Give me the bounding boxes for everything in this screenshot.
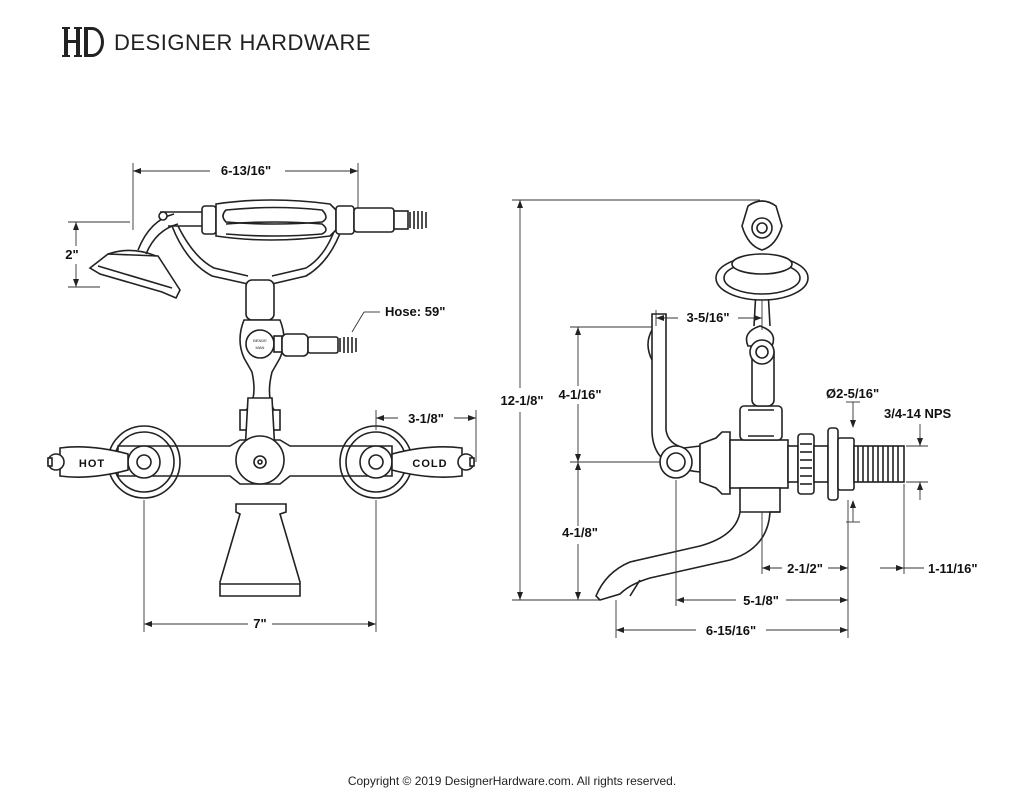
side-view: 12-1/8" 4-1/16" 4-1/8" <box>500 199 978 638</box>
dim-thread: 3/4-14 NPS <box>884 406 952 500</box>
dim-thread-length: 1-11/16" <box>880 484 978 576</box>
dim-handshower-width: 6-13/16" <box>132 163 359 230</box>
brand-logo-icon <box>62 27 104 57</box>
dim-label-overall-height: 12-1/8" <box>500 393 543 408</box>
front-view: 6-13/16" 2" <box>47 163 477 632</box>
dim-label-thread-length: 1-11/16" <box>928 561 978 576</box>
dim-label-handle-offset: 3-1/8" <box>408 411 444 426</box>
side-body <box>659 405 905 501</box>
copyright-text: Copyright © 2019 DesignerHardware.com. A… <box>347 774 677 788</box>
dim-label-upper-height: 4-1/16" <box>558 387 601 402</box>
dim-spout-reach-inner: 2-1/2" <box>761 500 849 610</box>
handshower-handle <box>201 199 427 241</box>
dim-label-flange-diameter: Ø2-5/16" <box>826 386 879 401</box>
dim-label-handshower-height: 2" <box>65 247 78 262</box>
dim-label-spout-reach-inner: 2-1/2" <box>787 561 823 576</box>
dim-label-handshower-width: 6-13/16" <box>221 163 271 178</box>
dim-handshower-height: 2" <box>65 221 130 288</box>
dim-cradle-offset: 3-5/16" <box>655 300 763 330</box>
spout-side <box>595 487 781 601</box>
handshower-head <box>88 211 210 300</box>
faucet-body: HOT COLD <box>47 397 475 499</box>
dim-lower-height: 4-1/8" <box>562 462 598 600</box>
brand-name[interactable]: DESIGNER HARDWARE <box>114 30 372 55</box>
dim-spout-reach: 5-1/8" <box>675 480 848 608</box>
svg-text:BENDE: BENDE <box>253 338 267 343</box>
svg-text:MAN: MAN <box>256 345 265 350</box>
dim-label-cradle-offset: 3-5/16" <box>686 310 729 325</box>
handle-label-hot: HOT <box>79 458 105 470</box>
dim-overall-depth: 6-15/16" <box>615 600 849 638</box>
diverter: BENDE MAN Hose: 59" <box>239 304 445 411</box>
dim-label-spout-reach: 5-1/8" <box>743 593 779 608</box>
handle-label-cold: COLD <box>412 458 447 470</box>
dim-label-thread: 3/4-14 NPS <box>884 406 952 421</box>
dim-label-hose: Hose: 59" <box>385 304 445 319</box>
dim-centers: 7" <box>143 500 377 632</box>
dim-flange-diameter: Ø2-5/16" <box>826 386 879 523</box>
dim-label-lower-height: 4-1/8" <box>562 525 598 540</box>
side-handshower <box>715 200 809 407</box>
dim-label-centers: 7" <box>253 616 266 631</box>
dim-handle-offset: 3-1/8" <box>375 410 477 462</box>
dim-label-overall-depth: 6-15/16" <box>706 623 756 638</box>
spout-front <box>219 503 301 597</box>
dim-upper-height: 4-1/16" <box>558 326 660 463</box>
dim-overall-height: 12-1/8" <box>500 199 760 601</box>
